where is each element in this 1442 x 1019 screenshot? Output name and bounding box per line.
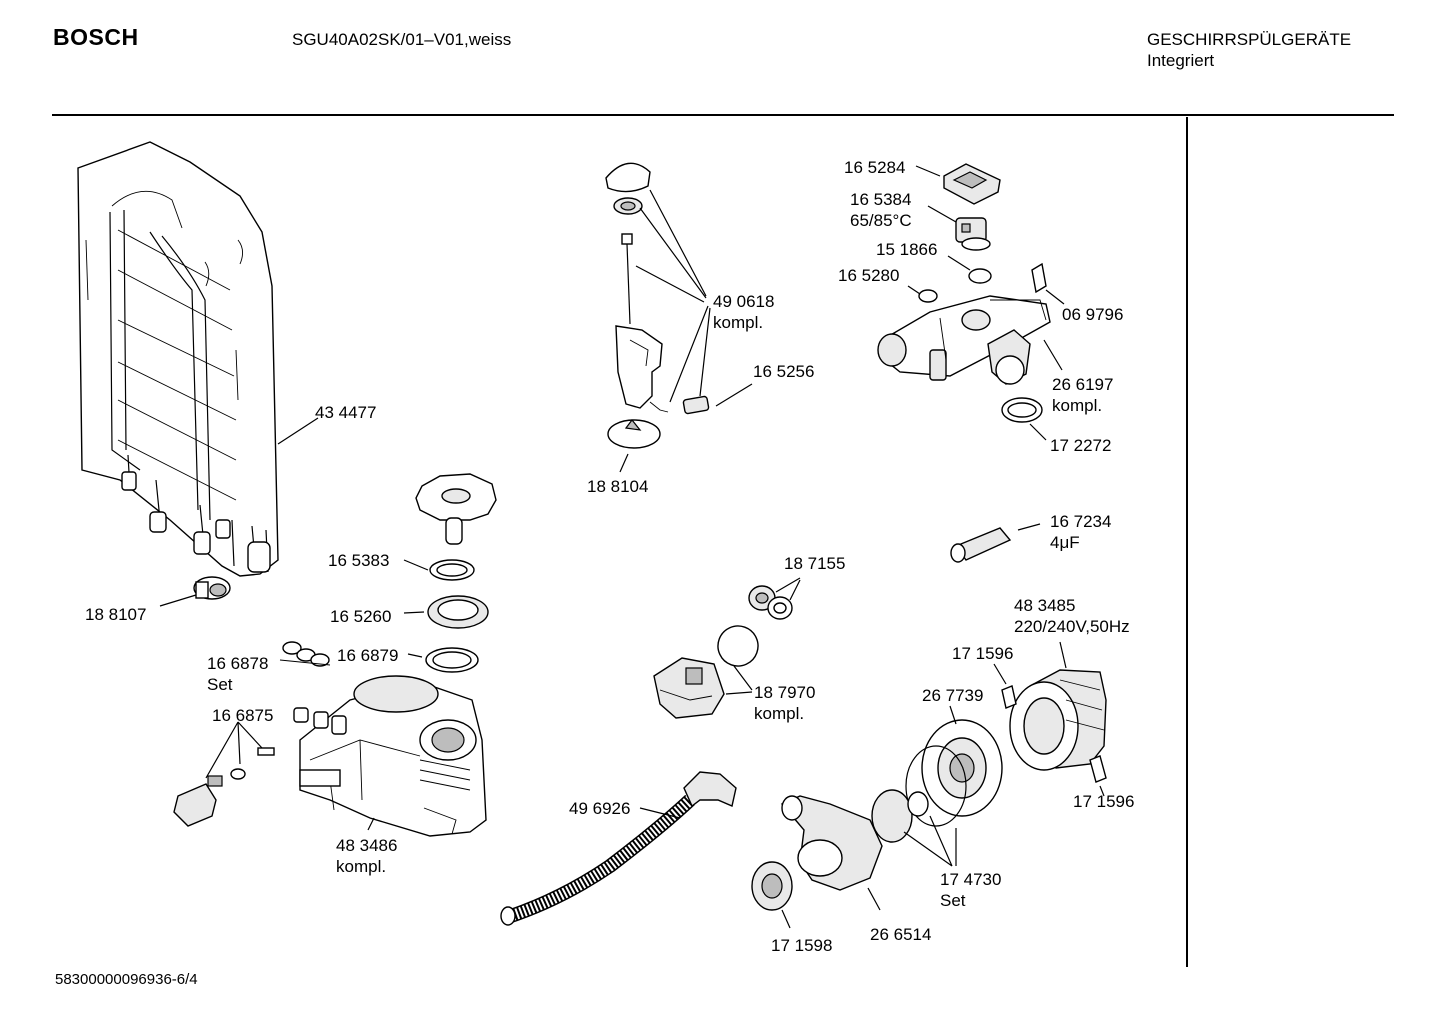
leader-165280 — [907, 285, 921, 295]
caps-set-166878-drawing — [279, 641, 331, 667]
leader-266197 — [1043, 339, 1063, 371]
leader-483486 — [367, 817, 375, 831]
heater-266197-drawing — [877, 295, 1051, 385]
hose-clamp-172272-drawing — [1001, 397, 1043, 423]
leader-165260 — [403, 611, 425, 614]
leader-267739 — [949, 705, 957, 725]
reed-switch-165256-drawing — [682, 395, 710, 415]
part-label-165280: 16 5280 — [838, 266, 900, 285]
part-label-188104: 18 8104 — [587, 477, 649, 496]
seal-set-174730-drawing — [871, 745, 967, 843]
header-divider — [52, 114, 1394, 116]
document-number: 58300000096936-6/4 — [55, 971, 198, 988]
thermostat-165384-drawing — [955, 217, 991, 251]
heat-exchanger-drawing — [77, 141, 279, 577]
part-label-171596b: 17 1596 — [1073, 792, 1135, 811]
margin-divider — [1186, 117, 1188, 967]
motor-187970-drawing — [653, 625, 759, 719]
category-subtitle: Integriert — [1147, 51, 1215, 70]
part-label-165260: 16 5260 — [330, 607, 392, 626]
part-label-171598: 17 1598 — [771, 936, 833, 955]
part-label-165383: 16 5383 — [328, 551, 390, 570]
leader-166875 — [205, 721, 263, 779]
clip-171596a-drawing — [1001, 685, 1017, 709]
valve-166875-drawing — [173, 747, 275, 827]
seal-171598-drawing — [751, 861, 793, 911]
model-number: SGU40A02SK/01–V01,weiss — [292, 30, 512, 49]
clip-171596b-drawing — [1089, 755, 1107, 783]
part-label-188107: 18 8107 — [85, 605, 147, 624]
clip-069796-drawing — [1031, 262, 1047, 294]
leader-187970 — [725, 665, 753, 695]
seal-166879-drawing — [425, 647, 479, 673]
seal-set-187155-drawing — [748, 585, 793, 620]
water-softener-483486-drawing — [293, 675, 487, 837]
leader-266514 — [867, 887, 881, 911]
leader-490618 — [635, 189, 711, 403]
category-title: GESCHIRRSPÜLGERÄTE — [1147, 30, 1352, 49]
pump-motor-483485-drawing — [1009, 669, 1107, 771]
hose-496926-drawing — [500, 771, 737, 926]
leader-165384 — [927, 205, 957, 223]
leader-188104 — [619, 453, 629, 473]
pump-casing-266514-drawing — [780, 795, 883, 891]
leader-188107 — [159, 594, 197, 607]
capacitor-167234-drawing — [950, 527, 1012, 563]
leader-167234 — [1017, 523, 1041, 531]
seal-151866-drawing — [968, 268, 992, 284]
ring-nut-165260-drawing — [427, 595, 489, 629]
float-assembly-490618-drawing — [605, 162, 669, 413]
part-label-267739: 26 7739 — [922, 686, 984, 705]
leader-171596b — [1099, 785, 1105, 797]
part-label-187155: 18 7155 — [784, 554, 846, 573]
part-label-171596a: 17 1596 — [952, 644, 1014, 663]
leader-165284 — [915, 165, 941, 177]
brand-logo: BOSCH — [53, 24, 139, 50]
part-label-266514: 26 6514 — [870, 925, 932, 944]
part-label-166879: 16 6879 — [337, 646, 399, 665]
leader-174730 — [903, 815, 957, 867]
leader-496926 — [639, 807, 681, 819]
leader-171596a — [993, 663, 1007, 685]
part-label-165256: 16 5256 — [753, 362, 815, 381]
leader-434477 — [277, 417, 319, 445]
salt-cap-165383-drawing — [415, 473, 497, 545]
seal-165383-drawing — [429, 559, 475, 581]
seal-165280-drawing — [918, 289, 938, 303]
part-label-165284: 16 5284 — [844, 158, 906, 177]
leader-483485 — [1059, 641, 1067, 669]
leader-187155 — [775, 577, 801, 601]
leader-166879 — [407, 653, 423, 658]
part-label-151866: 15 1866 — [876, 240, 938, 259]
leader-069796 — [1045, 289, 1065, 305]
part-label-496926: 49 6926 — [569, 799, 631, 818]
leader-172272 — [1029, 423, 1047, 441]
pump-housing-267739-drawing — [921, 719, 1003, 817]
part-label-166875: 16 6875 — [212, 706, 274, 725]
part-label-069796: 06 9796 — [1062, 305, 1124, 324]
part-label-434477: 43 4477 — [315, 403, 377, 422]
hose-fitting-188107-drawing — [193, 576, 231, 600]
leader-171598 — [781, 909, 791, 929]
leader-165256 — [715, 383, 753, 407]
leader-165383 — [403, 559, 429, 571]
leader-151866 — [947, 255, 971, 271]
disc-188104-drawing — [607, 419, 661, 449]
cover-165284-drawing — [943, 163, 1001, 205]
part-label-172272: 17 2272 — [1050, 436, 1112, 455]
